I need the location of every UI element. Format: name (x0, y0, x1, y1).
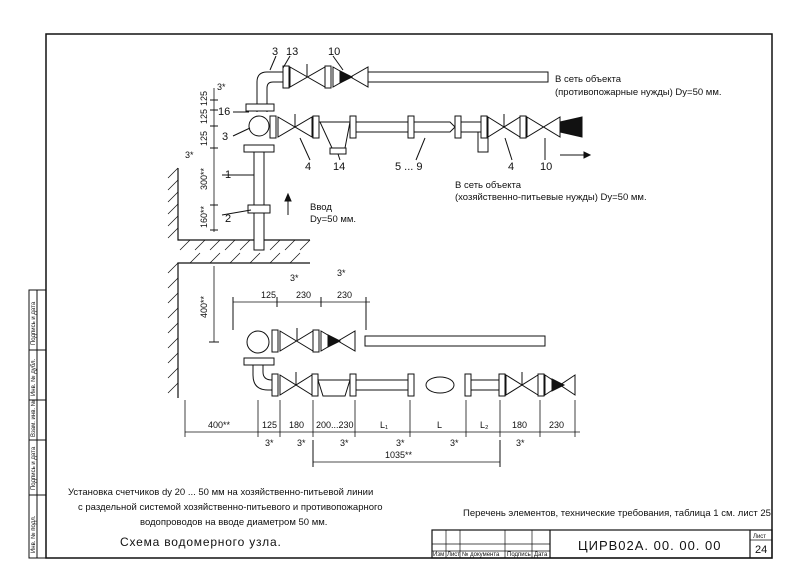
caption-line1: Установка счетчиков dy 20 ... 50 мм на х… (68, 487, 373, 498)
bdim-row-230: 230 (549, 420, 564, 430)
reference-note: Перечень элементов, технические требован… (463, 508, 771, 519)
outlet-water-line1: В сеть объекта (455, 180, 522, 191)
callout-4b: 4 (508, 161, 514, 173)
stamp-text: Изм Лист № документа Подпись Дата ЦИРВ02… (433, 534, 767, 558)
side-label-replace: Взам. инв. № (30, 400, 37, 437)
top-dimensions: 3* 125 125 125 3* 300** 160** (185, 82, 226, 228)
callout-3-mid: 3 (222, 131, 228, 143)
inlet-line1: Ввод (310, 202, 332, 213)
stamp-col-list: Лист (447, 552, 460, 558)
sheet-frame (28, 33, 773, 559)
title-stamp (431, 529, 773, 559)
dim-125c: 125 (199, 131, 209, 146)
outlet-labels: В сеть объекта (противопожарные нужды) D… (310, 74, 722, 225)
bdim-125: 125 (261, 290, 276, 300)
bdim-row-L2: L₂ (480, 420, 489, 430)
bdim-row-L: L (437, 420, 442, 430)
bdim-star-1: 3* (265, 438, 274, 448)
dim-160: 160** (199, 205, 209, 228)
stamp-sheet-number: 24 (755, 544, 767, 556)
dim-125b: 125 (199, 109, 209, 124)
bdim-1035: 1035** (385, 450, 413, 460)
bottom-scheme (167, 252, 580, 467)
callout-5-9: 5 ... 9 (395, 161, 423, 173)
callout-2: 2 (225, 213, 231, 225)
side-labels: Подпись и дата Инв. № дубл. Взам. инв. №… (30, 301, 37, 553)
bdim-star-a: 3* (290, 273, 299, 283)
callout-1: 1 (225, 169, 231, 181)
side-label-dup: Инв. № дубл. (30, 359, 37, 396)
bdim-row-180a: 180 (289, 420, 304, 430)
bdim-star-2: 3* (297, 438, 306, 448)
bdim-row-400: 400** (208, 420, 231, 430)
dim-125a: 125 (199, 91, 209, 106)
stamp-col-date: Дата (534, 552, 548, 558)
bdim-230a: 230 (296, 290, 311, 300)
bottom-dimensions: 3* 3* 125 230 230 400** 400** 125 180 20… (199, 268, 564, 460)
bdim-star-5: 3* (450, 438, 459, 448)
callout-3-top: 3 (272, 46, 278, 58)
caption-block: Установка счетчиков dy 20 ... 50 мм на х… (68, 487, 771, 549)
callout-13: 13 (286, 46, 298, 58)
callout-10b: 10 (540, 161, 552, 173)
caption-line3: водопроводов на вводе диаметром 50 мм. (140, 517, 327, 528)
callout-4a: 4 (305, 161, 311, 173)
callout-16: 16 (218, 106, 230, 118)
side-label-orig: Инв. № подл. (30, 515, 37, 553)
bdim-star-6: 3* (516, 438, 525, 448)
outlet-water-line2: (хозяйственно-питьевые нужды) Dy=50 мм. (455, 192, 647, 203)
outlet-fire-line1: В сеть объекта (555, 74, 622, 85)
stamp-sheet-label: Лист (753, 534, 766, 540)
outlet-fire-line2: (противопожарные нужды) Dy=50 мм. (555, 87, 722, 98)
bdim-row-L1: L₁ (380, 420, 388, 430)
bdim-star-b: 3* (337, 268, 346, 278)
dim-300: 300** (199, 167, 209, 190)
bdim-row-125: 125 (262, 420, 277, 430)
caption-line2: с раздельной системой хозяйственно-питье… (78, 502, 383, 513)
side-label-sign-2: Подпись и дата (31, 446, 37, 490)
bdim-star-4: 3* (396, 438, 405, 448)
stamp-code: ЦИРВ02А. 00. 00. 00 (578, 538, 721, 553)
top-callouts: 3 13 10 16 3 1 2 4 14 5 ... 9 4 10 (218, 46, 552, 225)
bdim-400-vertical: 400** (199, 295, 209, 318)
stamp-col-doc: № документа (462, 551, 500, 558)
top-scheme (167, 55, 592, 251)
bdim-row-180b: 180 (512, 420, 527, 430)
bdim-row-200-230: 200...230 (316, 420, 354, 430)
bdim-230b: 230 (337, 290, 352, 300)
callout-14: 14 (333, 161, 345, 173)
dim-star-1: 3* (217, 82, 226, 92)
callout-10-top: 10 (328, 46, 340, 58)
scheme-title: Схема водомерного узла. (120, 535, 282, 549)
stamp-col-izm: Изм (433, 552, 444, 558)
inlet-line2: Dy=50 мм. (310, 214, 356, 225)
side-label-sign-1: Подпись и дата (31, 301, 37, 345)
bdim-star-3: 3* (340, 438, 349, 448)
dim-star-2: 3* (185, 150, 194, 160)
stamp-col-sign: Подпись (507, 552, 531, 558)
